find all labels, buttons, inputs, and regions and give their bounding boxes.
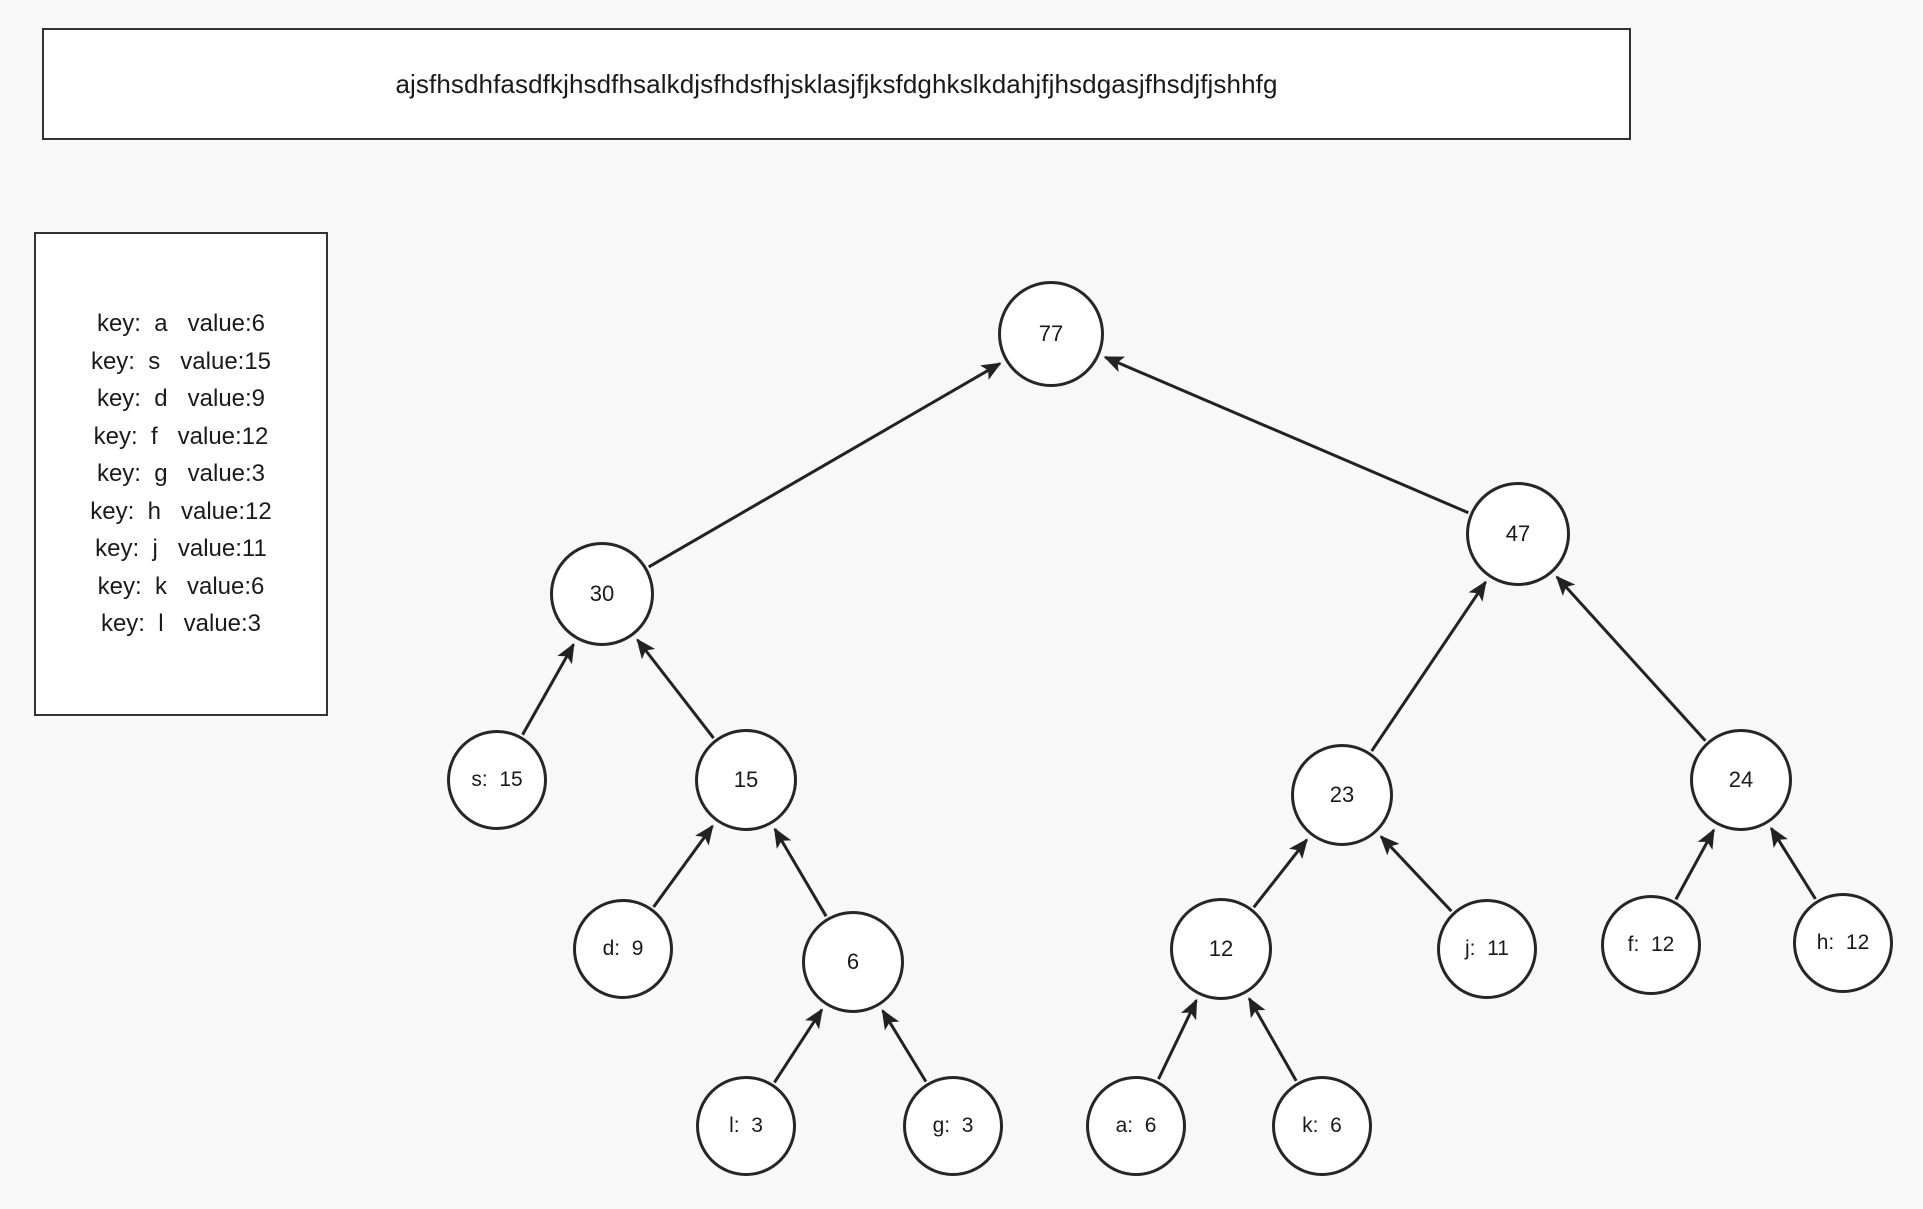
legend-item: key: h value:12 bbox=[90, 497, 272, 525]
tree-leaf-node: j: 11 bbox=[1437, 899, 1537, 999]
tree-internal-node: 24 bbox=[1690, 729, 1792, 831]
legend-item: key: f value:12 bbox=[93, 422, 269, 450]
tree-leaf-node: s: 15 bbox=[447, 730, 547, 830]
tree-edge bbox=[773, 827, 828, 918]
tree-leaf-node: f: 12 bbox=[1601, 895, 1701, 995]
legend-item: key: a value:6 bbox=[96, 310, 266, 338]
title-box: ajsfhsdhfasdfkjhsdfhsalkdjsfhdsfhjsklasj… bbox=[42, 28, 1631, 140]
tree-leaf-node: l: 3 bbox=[696, 1076, 796, 1176]
tree-internal-node: 6 bbox=[802, 911, 904, 1013]
legend-item: key: l value:3 bbox=[100, 610, 262, 638]
tree-edge bbox=[647, 362, 1002, 569]
tree-edge bbox=[881, 1009, 928, 1083]
page-title: ajsfhsdhfasdfkjhsdfhsalkdjsfhdsfhjsklasj… bbox=[395, 68, 1278, 99]
tree-leaf-node: h: 12 bbox=[1793, 893, 1893, 993]
tree-leaf-node: a: 6 bbox=[1086, 1076, 1186, 1176]
tree-edge bbox=[1769, 826, 1817, 900]
tree-internal-node: 47 bbox=[1466, 482, 1570, 586]
tree-internal-node: 23 bbox=[1291, 744, 1393, 846]
tree-internal-node: 15 bbox=[695, 729, 797, 831]
tree-internal-node: 30 bbox=[550, 542, 654, 646]
tree-edge bbox=[652, 824, 714, 908]
tree-edge bbox=[1370, 580, 1487, 752]
legend-item: key: k value:6 bbox=[97, 572, 265, 600]
legend-item: key: j value:11 bbox=[95, 535, 267, 563]
tree-edge bbox=[1674, 828, 1716, 901]
tree-edge bbox=[1247, 996, 1298, 1082]
tree-leaf-node: d: 9 bbox=[573, 899, 673, 999]
tree-edge bbox=[773, 1008, 824, 1084]
tree-edge bbox=[1379, 835, 1453, 913]
tree-edge bbox=[521, 642, 575, 736]
tree-edge bbox=[1103, 355, 1469, 515]
tree-edge bbox=[1157, 998, 1198, 1080]
legend-item: key: s value:15 bbox=[90, 347, 272, 375]
tree-leaf-node: g: 3 bbox=[903, 1076, 1003, 1176]
legend-item: key: g value:3 bbox=[96, 460, 266, 488]
frequency-legend-box: key: a value:6 key: s value:15 key: d valu… bbox=[34, 232, 328, 716]
tree-internal-node: 12 bbox=[1170, 898, 1272, 1000]
legend-item: key: d value:9 bbox=[96, 385, 266, 413]
tree-internal-node: 77 bbox=[998, 281, 1104, 387]
frequency-legend-list: key: a value:6 key: s value:15 key: d valu… bbox=[90, 305, 271, 643]
tree-edge bbox=[1555, 575, 1707, 742]
tree-edge bbox=[1252, 838, 1308, 909]
tree-leaf-node: k: 6 bbox=[1272, 1076, 1372, 1176]
tree-edge bbox=[636, 638, 715, 740]
